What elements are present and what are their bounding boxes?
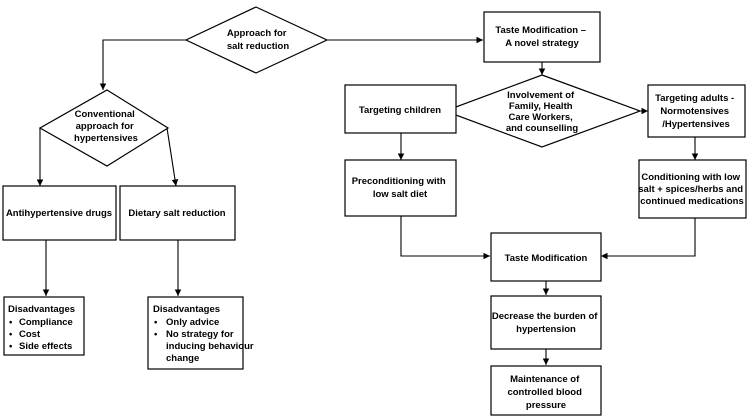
node-taste-modification-novel-strategy: Taste Modification – A novel strategy bbox=[483, 11, 601, 63]
node-conventional-label: Conventional approach for hypertensives bbox=[74, 109, 138, 144]
node-preconditioning-label: Preconditioning with low salt diet bbox=[352, 176, 449, 200]
disadvantages-dietary-heading: Disadvantages bbox=[153, 304, 220, 315]
edge-preconditioning-to-taste-modification bbox=[400, 216, 490, 260]
edge-conditioning-to-taste-modification bbox=[601, 218, 696, 260]
node-maintenance: Maintenance of controlled blood pressure bbox=[490, 365, 602, 416]
node-conventional-approach: Conventional approach for hypertensives bbox=[38, 89, 170, 167]
node-dietary-label: Dietary salt reduction bbox=[128, 208, 225, 219]
node-disadvantages-drugs: Disadvantages • • • Compliance Cost Side… bbox=[3, 296, 85, 356]
disadvantages-drugs-items: Compliance Cost Side effects bbox=[19, 317, 76, 352]
node-targeting-children-label: Targeting children bbox=[359, 105, 441, 116]
node-targeting-adults: Targeting adults - Normotensives /Hypert… bbox=[647, 84, 746, 138]
node-approach-label: Approach for salt reduction bbox=[227, 28, 289, 52]
node-taste-modification-label: Taste Modification bbox=[505, 253, 588, 264]
node-preconditioning: Preconditioning with low salt diet bbox=[344, 159, 457, 217]
node-taste-modification: Taste Modification bbox=[490, 232, 602, 282]
disadvantages-dietary-bullets: • • bbox=[154, 317, 160, 340]
disadvantages-drugs-bullets: • • • bbox=[9, 317, 15, 352]
node-maintenance-label: Maintenance of controlled blood pressure bbox=[507, 374, 584, 411]
node-targeting-children: Targeting children bbox=[344, 84, 457, 134]
node-approach-for-salt-reduction: Approach for salt reduction bbox=[184, 6, 329, 74]
node-conditioning-label: Conditioning with low salt + spices/herb… bbox=[638, 172, 745, 207]
node-antihypertensive-label: Antihypertensive drugs bbox=[6, 208, 112, 219]
edge-conventional-to-dietary bbox=[166, 127, 179, 187]
edge-approach-to-conventional bbox=[99, 39, 187, 90]
connectors bbox=[36, 36, 699, 365]
node-conditioning: Conditioning with low salt + spices/herb… bbox=[638, 159, 747, 219]
node-involvement-label: Involvement of Family, Health Care Worke… bbox=[506, 90, 579, 134]
disadvantages-dietary-items: Only advice No strategy for inducing beh… bbox=[166, 317, 256, 364]
node-decrease-label: Decrease the burden of hypertension bbox=[492, 311, 600, 335]
node-taste-novel-label: Taste Modification – A novel strategy bbox=[495, 25, 588, 49]
disadvantages-drugs-heading: Disadvantages bbox=[8, 304, 75, 315]
node-decrease-burden: Decrease the burden of hypertension bbox=[490, 295, 602, 350]
node-targeting-adults-label: Targeting adults - Normotensives /Hypert… bbox=[655, 93, 737, 130]
node-involvement: Involvement of Family, Health Care Worke… bbox=[443, 74, 642, 148]
node-disadvantages-dietary: Disadvantages • • Only advice No strateg… bbox=[147, 296, 256, 370]
node-dietary-salt-reduction: Dietary salt reduction bbox=[119, 185, 236, 241]
node-antihypertensive-drugs: Antihypertensive drugs bbox=[2, 185, 117, 241]
